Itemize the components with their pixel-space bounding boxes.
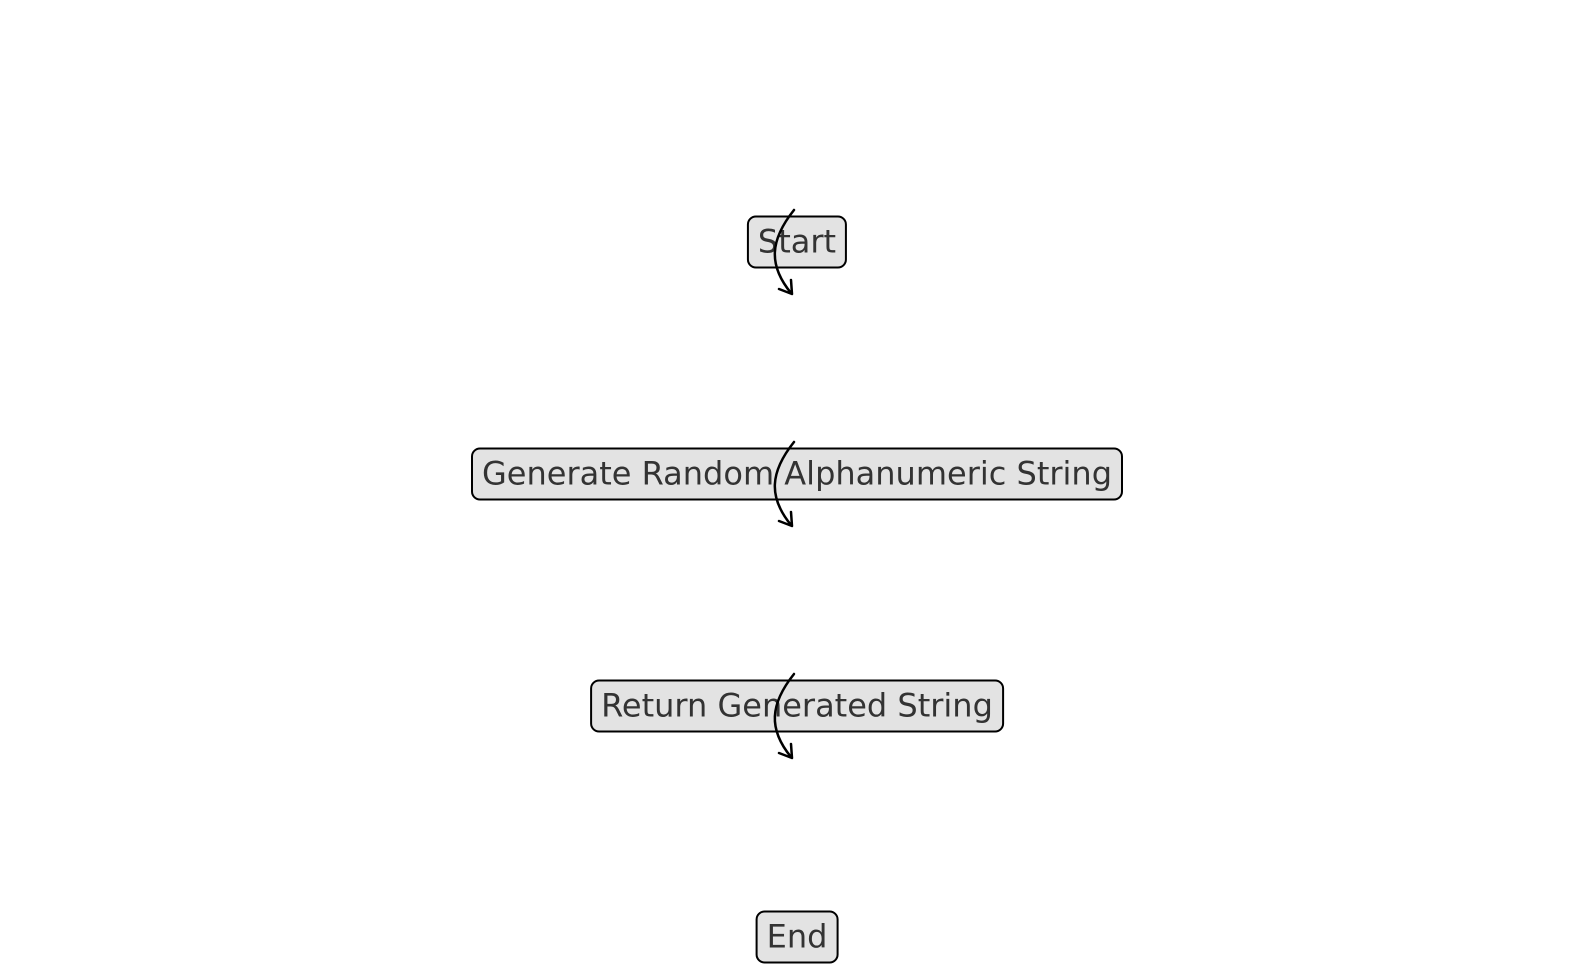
edge-start-to-generate-arrowhead xyxy=(777,278,794,296)
edge-generate-to-return-arrowhead xyxy=(777,510,794,528)
node-generate-random-alphanumeric-string: Generate Random Alphanumeric String xyxy=(471,447,1123,501)
node-end: End xyxy=(755,910,839,964)
node-return-generated-string: Return Generated String xyxy=(590,679,1004,733)
node-start: Start xyxy=(746,215,848,269)
edge-return-to-end-arrowhead xyxy=(777,742,794,760)
